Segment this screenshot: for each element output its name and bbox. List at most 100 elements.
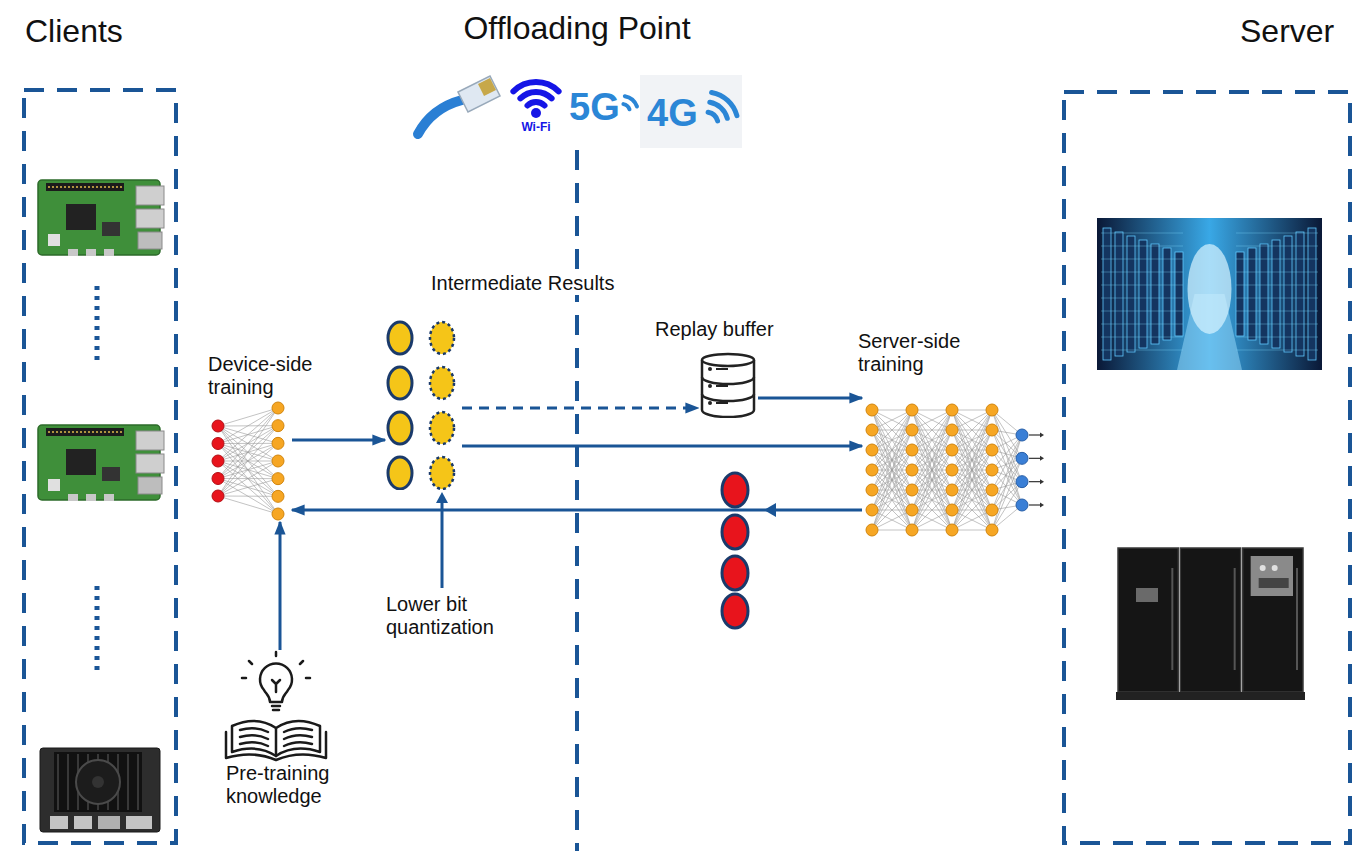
server-rack: [1284, 236, 1292, 352]
nn-weight: [952, 510, 992, 530]
gpio-pin: [96, 431, 98, 433]
raspberry-pi-board: [38, 425, 164, 501]
intermediate-results-art: [385, 320, 462, 490]
fan: [76, 760, 120, 804]
ellipsis-dots: [95, 586, 100, 670]
nn-weight: [218, 479, 278, 497]
nn-weight: [912, 410, 952, 470]
signal-wave: [625, 96, 637, 106]
node-label: Pre-training knowledge: [212, 762, 352, 812]
server-region: Server: [1062, 90, 1352, 845]
server-rack: [1175, 252, 1183, 336]
nn-weight: [912, 470, 952, 530]
free-label: Lower bit quantization: [386, 593, 536, 639]
chip: [102, 467, 120, 481]
gradient-circle: [722, 515, 748, 549]
port: [68, 249, 78, 256]
database-band: [702, 377, 754, 384]
gpio-pin: [64, 431, 66, 433]
wifi-wave: [513, 82, 558, 91]
rack-light: [1101, 324, 1183, 325]
nn-neuron: [986, 524, 998, 536]
free-label: Wi-Fi: [521, 121, 550, 135]
activation-circle: [388, 367, 412, 399]
display: [1136, 588, 1158, 602]
gpio-pin: [52, 431, 54, 433]
activation-circle: [388, 457, 412, 489]
free-label: 4G: [647, 92, 698, 136]
gpio-pin: [104, 431, 106, 433]
rack-light: [1101, 272, 1183, 273]
heatsink-fin: [67, 754, 69, 810]
nn-neuron: [986, 504, 998, 516]
nn-weight: [872, 510, 912, 530]
port: [126, 816, 152, 829]
nn-weight: [912, 410, 952, 430]
gpio-pin: [108, 431, 110, 433]
nn-neuron: [272, 402, 284, 414]
server-rack: [1139, 240, 1147, 348]
rack-light: [1236, 272, 1318, 273]
gpio-pin: [84, 431, 86, 433]
cabinet-handle: [1234, 568, 1236, 670]
gpio-pin: [84, 186, 86, 188]
nn-weight: [872, 470, 912, 530]
ethernet-port: [138, 477, 162, 494]
device-network: Device-side training: [208, 400, 292, 522]
nn-weight: [218, 408, 278, 496]
control-panel: [1251, 556, 1293, 596]
gpio-pin: [48, 186, 50, 188]
connector-arrow: [758, 397, 862, 400]
node-label: Server-side training: [858, 330, 988, 376]
nn-neuron: [212, 455, 224, 467]
cabinet: [1243, 548, 1303, 692]
rj45-plug: [458, 76, 500, 112]
nn-neuron: [272, 437, 284, 449]
gpio-pin: [56, 186, 58, 188]
server-rack: [1308, 228, 1316, 360]
rack-light: [1101, 285, 1183, 286]
gpio-pin: [88, 431, 90, 433]
offloading-boundary: [575, 150, 579, 851]
book-lines: [284, 728, 312, 746]
cabinet: [1118, 548, 1178, 692]
output-arrow: [1029, 458, 1040, 459]
quantization-pointer: [441, 502, 444, 588]
heatsink-fin: [57, 754, 59, 810]
nn-neuron: [986, 424, 998, 436]
nn-neuron: [906, 404, 918, 416]
server-rack: [1248, 248, 1256, 340]
quantized-activation-circle: [430, 457, 454, 489]
nn-weight: [218, 461, 278, 496]
connector-arrow: [292, 439, 385, 442]
nn-neuron: [946, 464, 958, 476]
heatsink-fin: [127, 754, 129, 810]
usb-port: [136, 209, 164, 228]
node-label: Device-side training: [208, 353, 338, 399]
lightbulb-filament: [272, 680, 280, 692]
signal-wave: [712, 93, 737, 116]
node-label: Replay buffer: [655, 318, 774, 341]
nn-neuron: [946, 484, 958, 496]
nn-neuron: [1016, 429, 1028, 441]
nn-weight: [872, 410, 912, 430]
usb-port: [136, 431, 164, 450]
nn-weight: [218, 461, 278, 514]
rack-light: [1101, 337, 1183, 338]
rack-light: [1236, 350, 1318, 351]
nn-weight: [952, 410, 992, 430]
signal-wave: [623, 104, 629, 109]
port: [50, 816, 68, 829]
nn-neuron: [906, 464, 918, 476]
database-dot: [708, 384, 712, 388]
nn-weight: [872, 430, 912, 530]
ethernet-port: [138, 232, 162, 249]
node-label: Clients: [25, 13, 123, 50]
database-line: [716, 385, 728, 387]
server-rack: [1103, 228, 1111, 360]
gpio-pin: [64, 186, 66, 188]
nn-neuron: [946, 424, 958, 436]
database-line: [716, 402, 728, 404]
client-region: Clients: [22, 88, 178, 845]
